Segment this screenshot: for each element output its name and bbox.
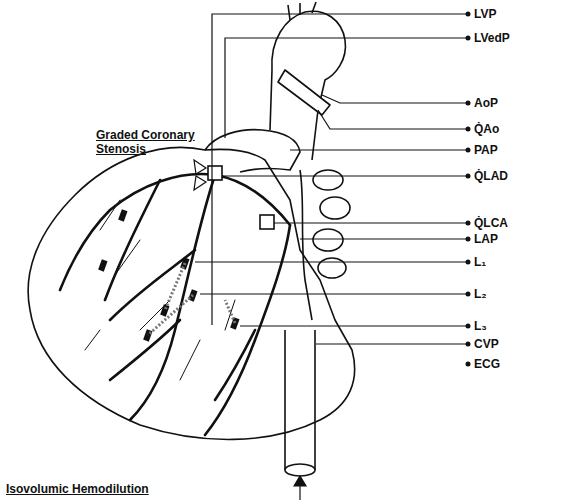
signal-name: L₁ <box>474 255 486 269</box>
signal-name: AoP <box>474 96 498 110</box>
signal-name: ECG <box>474 357 500 371</box>
signal-name: Q̇LCA <box>474 216 508 230</box>
signal-name: LAP <box>474 232 498 246</box>
signal-name: LVedP <box>474 31 510 45</box>
signal-name: Q̇LAD <box>474 169 508 183</box>
annotation-label: Graded Coronary Stenosis <box>96 128 206 156</box>
signal-name: PAP <box>474 143 498 157</box>
signal-name: L₂ <box>474 287 487 301</box>
annotation-label: Isovolumic Hemodilution <box>6 482 149 496</box>
signal-name: LVP <box>474 7 496 21</box>
signal-name: Q̇Ao <box>474 122 499 136</box>
signal-name: L₃ <box>474 319 487 333</box>
signal-name: CVP <box>474 337 499 351</box>
